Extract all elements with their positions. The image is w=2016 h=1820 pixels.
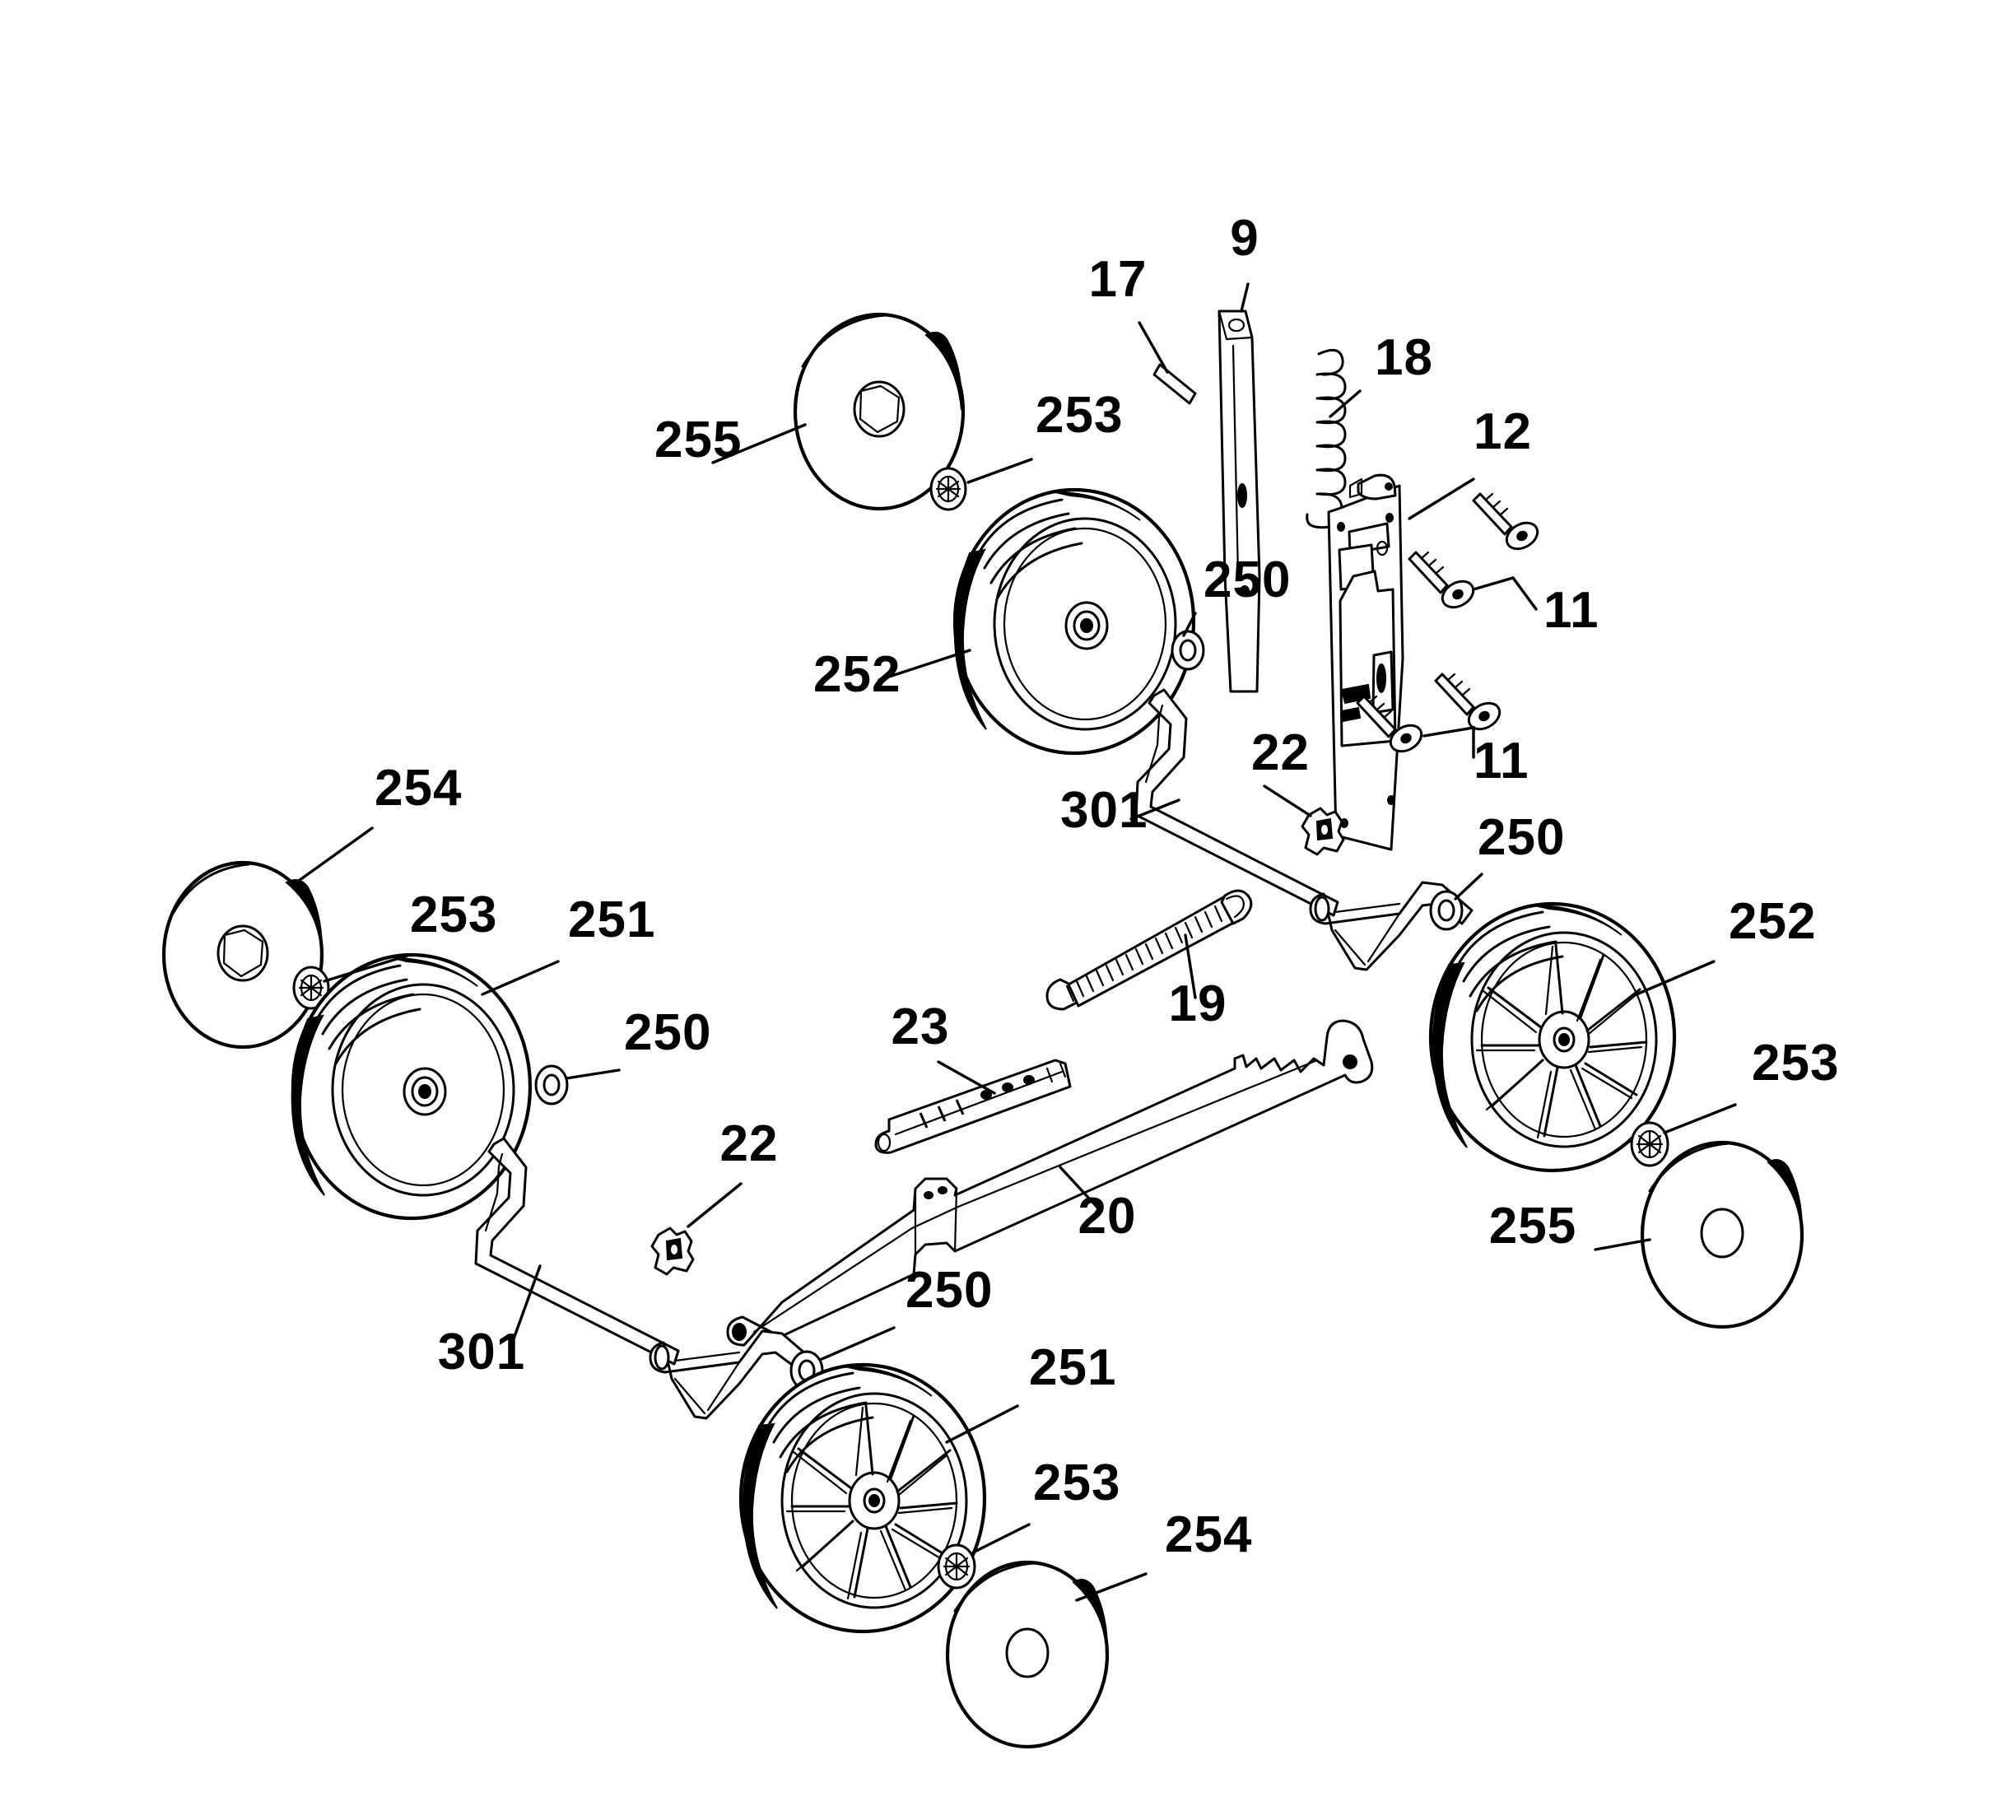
- callout-252-right[interactable]: 252: [1729, 893, 1816, 950]
- part-250-washer-upper: [1171, 630, 1205, 671]
- callout-11-lower[interactable]: 11: [1474, 733, 1529, 789]
- callout-301-upper[interactable]: 301: [1060, 782, 1148, 839]
- callout-301-lower[interactable]: 301: [438, 1324, 525, 1380]
- callout-17[interactable]: 17: [1089, 251, 1148, 308]
- callout-22-upper[interactable]: 22: [1251, 724, 1310, 781]
- callout-254-left[interactable]: 254: [375, 760, 462, 817]
- part-18-torsion-spring: [1306, 348, 1347, 529]
- part-11-screws: [1356, 492, 1539, 753]
- callout-250-lower[interactable]: 250: [906, 1262, 993, 1319]
- callout-251-left[interactable]: 251: [568, 891, 655, 948]
- callout-250-top[interactable]: 250: [1204, 552, 1291, 608]
- callout-253-left[interactable]: 253: [410, 887, 497, 943]
- part-255-hubcap-right: [1640, 1140, 1804, 1329]
- screw-b: [1408, 551, 1475, 609]
- callout-253-bottom[interactable]: 253: [1033, 1455, 1120, 1511]
- screw-c: [1434, 673, 1502, 731]
- callout-11-upper[interactable]: 11: [1543, 582, 1599, 639]
- callout-253-top[interactable]: 253: [1036, 387, 1123, 444]
- part-22-clip-lower: [650, 1227, 695, 1276]
- callout-labels: 9 17 18 12 11 11 253 255 252 250 301 22 …: [375, 210, 1839, 1563]
- callout-18[interactable]: 18: [1375, 329, 1433, 386]
- callout-22-lower[interactable]: 22: [720, 1115, 779, 1172]
- part-22-clip-upper: [1301, 807, 1345, 856]
- callout-252-top[interactable]: 252: [813, 646, 901, 703]
- callout-20[interactable]: 20: [1078, 1188, 1137, 1245]
- part-255-hubcap-upper: [793, 312, 966, 511]
- part-253-star-washer-upper: [929, 467, 967, 511]
- callout-12[interactable]: 12: [1474, 403, 1532, 460]
- callout-255-right[interactable]: 255: [1489, 1198, 1576, 1254]
- part-251-wheel-bottom: [738, 1362, 987, 1634]
- callout-251-bottom[interactable]: 251: [1029, 1339, 1116, 1396]
- callout-250-left[interactable]: 250: [624, 1004, 711, 1061]
- part-253-star-washer-right: [1630, 1121, 1669, 1167]
- part-23-link-bar: [874, 1059, 1072, 1154]
- part-252-wheel-right: [1428, 901, 1677, 1173]
- screw-d: [1356, 695, 1423, 753]
- part-301-axle-rod-lower: [474, 1137, 813, 1420]
- callout-255-top[interactable]: 255: [654, 412, 742, 468]
- part-253-star-washer-left: [292, 966, 330, 1010]
- part-254-hubcap-bottom: [945, 1560, 1110, 1749]
- part-20-adjuster-lever: [726, 1019, 1374, 1347]
- leader-lines: [295, 282, 1737, 1602]
- part-250-washer-right: [1429, 890, 1464, 931]
- callout-9[interactable]: 9: [1230, 210, 1259, 267]
- part-12-mounting-bracket: [1327, 473, 1404, 851]
- callout-253-right[interactable]: 253: [1752, 1035, 1839, 1092]
- callout-23[interactable]: 23: [892, 998, 950, 1055]
- callout-250-right[interactable]: 250: [1478, 809, 1565, 866]
- part-17-roll-pin: [1152, 363, 1197, 405]
- part-252-wheel-upper: [952, 487, 1196, 756]
- part-254-hubcap-left: [161, 860, 324, 1050]
- callout-254-bottom[interactable]: 254: [1165, 1506, 1252, 1563]
- part-19-extension-spring: [1045, 889, 1253, 1011]
- screw-a: [1472, 492, 1539, 551]
- part-253-star-washer-bottom: [937, 1543, 976, 1590]
- callout-19[interactable]: 19: [1169, 975, 1227, 1032]
- part-250-washer-left: [534, 1064, 569, 1105]
- part-9-adjuster-rod: [1218, 310, 1261, 693]
- part-251-wheel-left: [291, 952, 533, 1221]
